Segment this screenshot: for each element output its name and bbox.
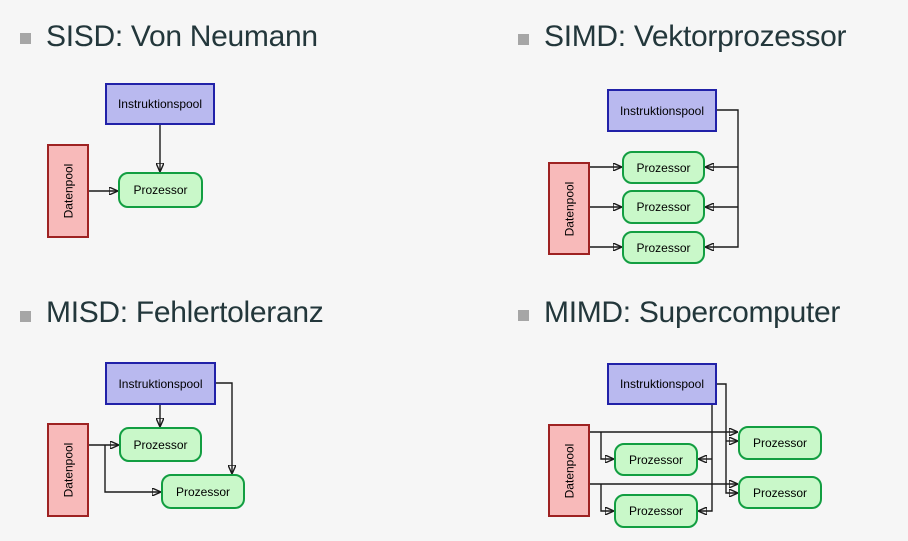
processor-label: Prozessor	[636, 240, 691, 255]
processor-label: Prozessor	[628, 452, 684, 467]
processor-box: Prozessor	[161, 474, 245, 509]
processor-label: Prozessor	[752, 436, 808, 450]
section-title-sisd: SISD: Von Neumann	[46, 20, 318, 53]
processor-label: Prozessor	[636, 160, 691, 175]
mimd-instruction-bus-outer	[717, 383, 737, 493]
bullet-icon	[518, 310, 529, 321]
instruction-pool-label: Instruktionspool	[117, 97, 203, 111]
processor-box: Prozessor	[614, 443, 698, 476]
processor-label: Prozessor	[636, 200, 691, 214]
processor-box: Prozessor	[622, 231, 705, 264]
data-pool-box: Datenpool	[47, 423, 89, 517]
bullet-icon	[20, 33, 31, 44]
data-pool-box: Datenpool	[47, 144, 89, 238]
processor-box: Prozessor	[738, 426, 822, 460]
data-pool-label: Datenpool	[61, 442, 75, 498]
section-title-mimd: MIMD: Supercomputer	[544, 296, 841, 329]
mimd-data-arrow-upper-branch	[600, 432, 613, 459]
data-pool-label: Datenpool	[61, 163, 75, 219]
section-title-misd: MISD: Fehlertoleranz	[46, 296, 324, 329]
instruction-pool-box: Instruktionspool	[607, 89, 717, 132]
processor-box: Prozessor	[614, 494, 698, 528]
simd-instruction-bus	[706, 109, 739, 247]
processor-box: Prozessor	[738, 476, 822, 509]
instruction-pool-box: Instruktionspool	[607, 363, 717, 405]
instruction-pool-label: Instruktionspool	[118, 376, 203, 391]
processor-label: Prozessor	[133, 437, 188, 452]
processor-label: Prozessor	[628, 504, 684, 518]
instruction-pool-label: Instruktionspool	[619, 103, 705, 118]
processor-box: Prozessor	[622, 151, 705, 184]
data-pool-box: Datenpool	[548, 162, 590, 255]
mimd-data-arrow-lower-branch	[600, 484, 613, 511]
bullet-icon	[518, 34, 529, 45]
processor-box: Prozessor	[622, 190, 705, 224]
mimd-instruction-bus-inner	[699, 405, 713, 511]
instruction-pool-label: Instruktionspool	[619, 377, 705, 391]
data-pool-label: Datenpool	[562, 443, 576, 498]
data-pool-label: Datenpool	[562, 181, 576, 236]
data-pool-box: Datenpool	[548, 424, 590, 517]
bullet-icon	[20, 311, 31, 322]
processor-box: Prozessor	[118, 172, 203, 208]
instruction-pool-box: Instruktionspool	[105, 83, 215, 125]
processor-label: Prozessor	[133, 183, 188, 197]
instruction-pool-box: Instruktionspool	[105, 362, 216, 405]
processor-label: Prozessor	[752, 485, 808, 500]
processor-box: Prozessor	[119, 427, 202, 462]
section-title-simd: SIMD: Vektorprozessor	[544, 20, 847, 53]
misd-instruction-arrow-2	[216, 382, 232, 473]
processor-label: Prozessor	[175, 484, 231, 499]
misd-data-arrow-2	[104, 445, 160, 492]
